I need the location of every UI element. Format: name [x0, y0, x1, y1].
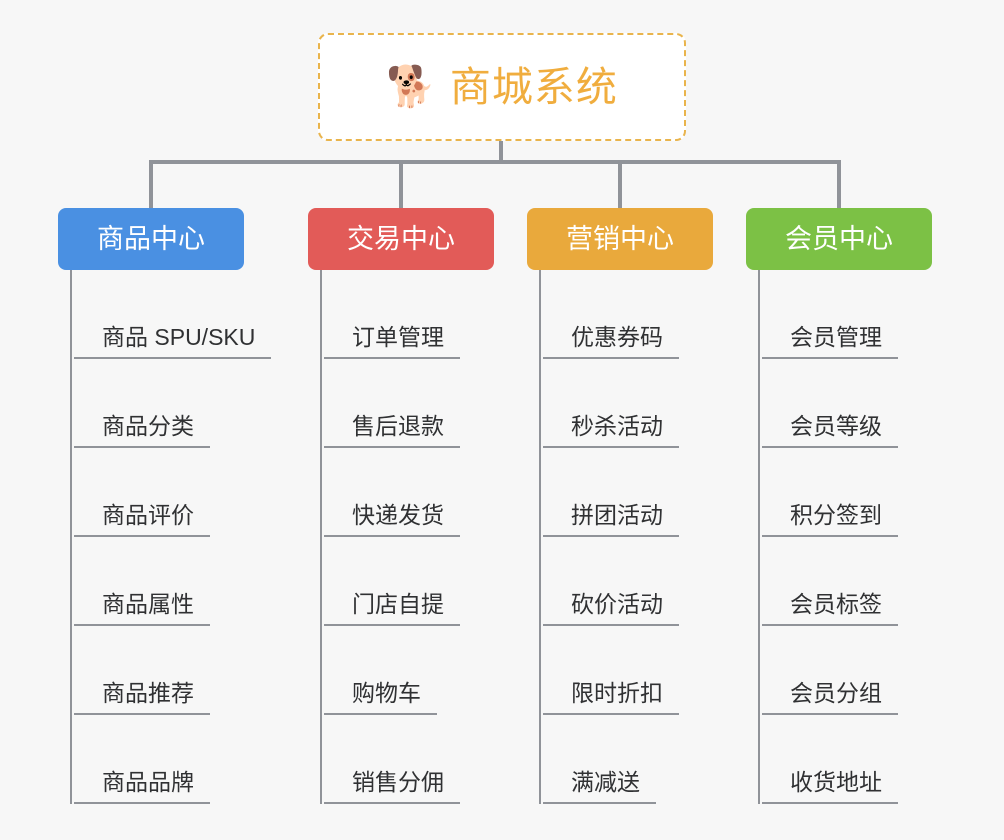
- leaf-underline: 拼团活动: [543, 501, 679, 537]
- leaf-underline: 优惠券码: [543, 323, 679, 359]
- leaf-label: 商品推荐: [102, 679, 194, 706]
- leaf-label: 秒杀活动: [571, 412, 663, 439]
- branch-column: 商品中心商品 SPU/SKU 商品分类商品评价商品属性商品推荐商品品牌: [58, 208, 272, 804]
- connector-drop-2: [399, 160, 403, 208]
- leaf-underline: 会员等级: [762, 412, 898, 448]
- leaf-node[interactable]: 会员等级: [762, 359, 932, 448]
- leaf-underline: 限时折扣: [543, 679, 679, 715]
- leaf-underline: 销售分佣: [324, 768, 460, 804]
- leaf-node[interactable]: 门店自提: [324, 537, 494, 626]
- leaf-label: 订单管理: [352, 323, 444, 350]
- leaf-node[interactable]: 商品推荐: [74, 626, 244, 715]
- root-node-wrapper: 🐕 商城系统: [0, 33, 1004, 141]
- leaf-label: 会员管理: [790, 323, 882, 350]
- leaf-underline: 售后退款: [324, 412, 460, 448]
- leaf-underline: 砍价活动: [543, 590, 679, 626]
- leaf-label: 优惠券码: [571, 323, 663, 350]
- leaf-label: 收货地址: [790, 768, 882, 795]
- leaf-label: 砍价活动: [571, 590, 663, 617]
- leaf-underline: 商品品牌: [74, 768, 210, 804]
- leaf-underline: 会员分组: [762, 679, 898, 715]
- connector-drop-1: [149, 160, 153, 208]
- leaf-label: 商品品牌: [102, 768, 194, 795]
- connector-drop-3: [618, 160, 622, 208]
- branch-column: 会员中心会员管理会员等级积分签到会员标签会员分组收货地址: [746, 208, 932, 804]
- leaf-underline: 购物车: [324, 679, 437, 715]
- root-title: 商城系统: [449, 63, 618, 110]
- branch-column: 交易中心订单管理售后退款快递发货门店自提购物车销售分佣: [308, 208, 494, 804]
- root-node[interactable]: 🐕 商城系统: [318, 33, 686, 141]
- leaf-node[interactable]: 商品分类: [74, 359, 244, 448]
- leaf-node[interactable]: 快递发货: [324, 448, 494, 537]
- leaf-label: 商品评价: [102, 501, 194, 528]
- leaf-underline: 门店自提: [324, 590, 460, 626]
- leaf-underline: 商品属性: [74, 590, 210, 626]
- leaf-node[interactable]: 销售分佣: [324, 715, 494, 804]
- leaf-node[interactable]: 优惠券码: [543, 270, 713, 359]
- leaf-label: 销售分佣: [352, 768, 444, 795]
- leaf-node[interactable]: 售后退款: [324, 359, 494, 448]
- leaf-underline: 会员管理: [762, 323, 898, 359]
- leaf-node[interactable]: 商品属性: [74, 537, 244, 626]
- leaf-node[interactable]: 拼团活动: [543, 448, 713, 537]
- leaf-node[interactable]: 商品品牌: [74, 715, 244, 804]
- leaf-node[interactable]: 商品评价: [74, 448, 244, 537]
- leaf-label: 会员标签: [790, 590, 882, 617]
- branch-header[interactable]: 商品中心: [58, 208, 244, 270]
- leaf-node[interactable]: 积分签到: [762, 448, 932, 537]
- leaf-list: 订单管理售后退款快递发货门店自提购物车销售分佣: [320, 270, 494, 804]
- connector-drop-4: [837, 160, 841, 208]
- leaf-label: 快递发货: [352, 501, 444, 528]
- leaf-label: 购物车: [352, 679, 421, 706]
- leaf-node[interactable]: 会员分组: [762, 626, 932, 715]
- leaf-label: 商品分类: [102, 412, 194, 439]
- leaf-underline: 收货地址: [762, 768, 898, 804]
- leaf-underline: 满减送: [543, 768, 656, 804]
- leaf-underline: 商品评价: [74, 501, 210, 537]
- branch-header[interactable]: 会员中心: [746, 208, 932, 270]
- branch-header[interactable]: 交易中心: [308, 208, 494, 270]
- leaf-underline: 商品分类: [74, 412, 210, 448]
- leaf-underline: 会员标签: [762, 590, 898, 626]
- leaf-label: 门店自提: [352, 590, 444, 617]
- leaf-node[interactable]: 会员标签: [762, 537, 932, 626]
- leaf-label: 拼团活动: [571, 501, 663, 528]
- leaf-label: 售后退款: [352, 412, 444, 439]
- branch-column: 营销中心优惠券码秒杀活动拼团活动砍价活动限时折扣满减送: [527, 208, 713, 804]
- leaf-label: 商品 SPU/SKU: [102, 323, 256, 350]
- leaf-underline: 商品 SPU/SKU: [74, 323, 272, 359]
- leaf-label: 会员分组: [790, 679, 882, 706]
- leaf-node[interactable]: 砍价活动: [543, 537, 713, 626]
- leaf-underline: 秒杀活动: [543, 412, 679, 448]
- leaf-label: 限时折扣: [571, 679, 663, 706]
- leaf-label: 积分签到: [790, 501, 882, 528]
- leaf-underline: 订单管理: [324, 323, 460, 359]
- leaf-underline: 商品推荐: [74, 679, 210, 715]
- leaf-list: 商品 SPU/SKU 商品分类商品评价商品属性商品推荐商品品牌: [70, 270, 272, 804]
- leaf-node[interactable]: 购物车: [324, 626, 494, 715]
- leaf-list: 优惠券码秒杀活动拼团活动砍价活动限时折扣满减送: [539, 270, 713, 804]
- leaf-underline: 积分签到: [762, 501, 898, 537]
- leaf-node[interactable]: 限时折扣: [543, 626, 713, 715]
- leaf-node[interactable]: 会员管理: [762, 270, 932, 359]
- leaf-label: 商品属性: [102, 590, 194, 617]
- connector-horizontal-bus: [149, 160, 841, 164]
- leaf-label: 会员等级: [790, 412, 882, 439]
- leaf-node[interactable]: 订单管理: [324, 270, 494, 359]
- leaf-node[interactable]: 收货地址: [762, 715, 932, 804]
- leaf-node[interactable]: 满减送: [543, 715, 713, 804]
- branch-header[interactable]: 营销中心: [527, 208, 713, 270]
- leaf-label: 满减送: [571, 768, 640, 795]
- leaf-node[interactable]: 秒杀活动: [543, 359, 713, 448]
- leaf-list: 会员管理会员等级积分签到会员标签会员分组收货地址: [758, 270, 932, 804]
- connector-root-stem: [499, 141, 503, 163]
- leaf-node[interactable]: 商品 SPU/SKU: [74, 270, 272, 359]
- shiba-dog-face-icon: 🐕: [386, 65, 436, 109]
- leaf-underline: 快递发货: [324, 501, 460, 537]
